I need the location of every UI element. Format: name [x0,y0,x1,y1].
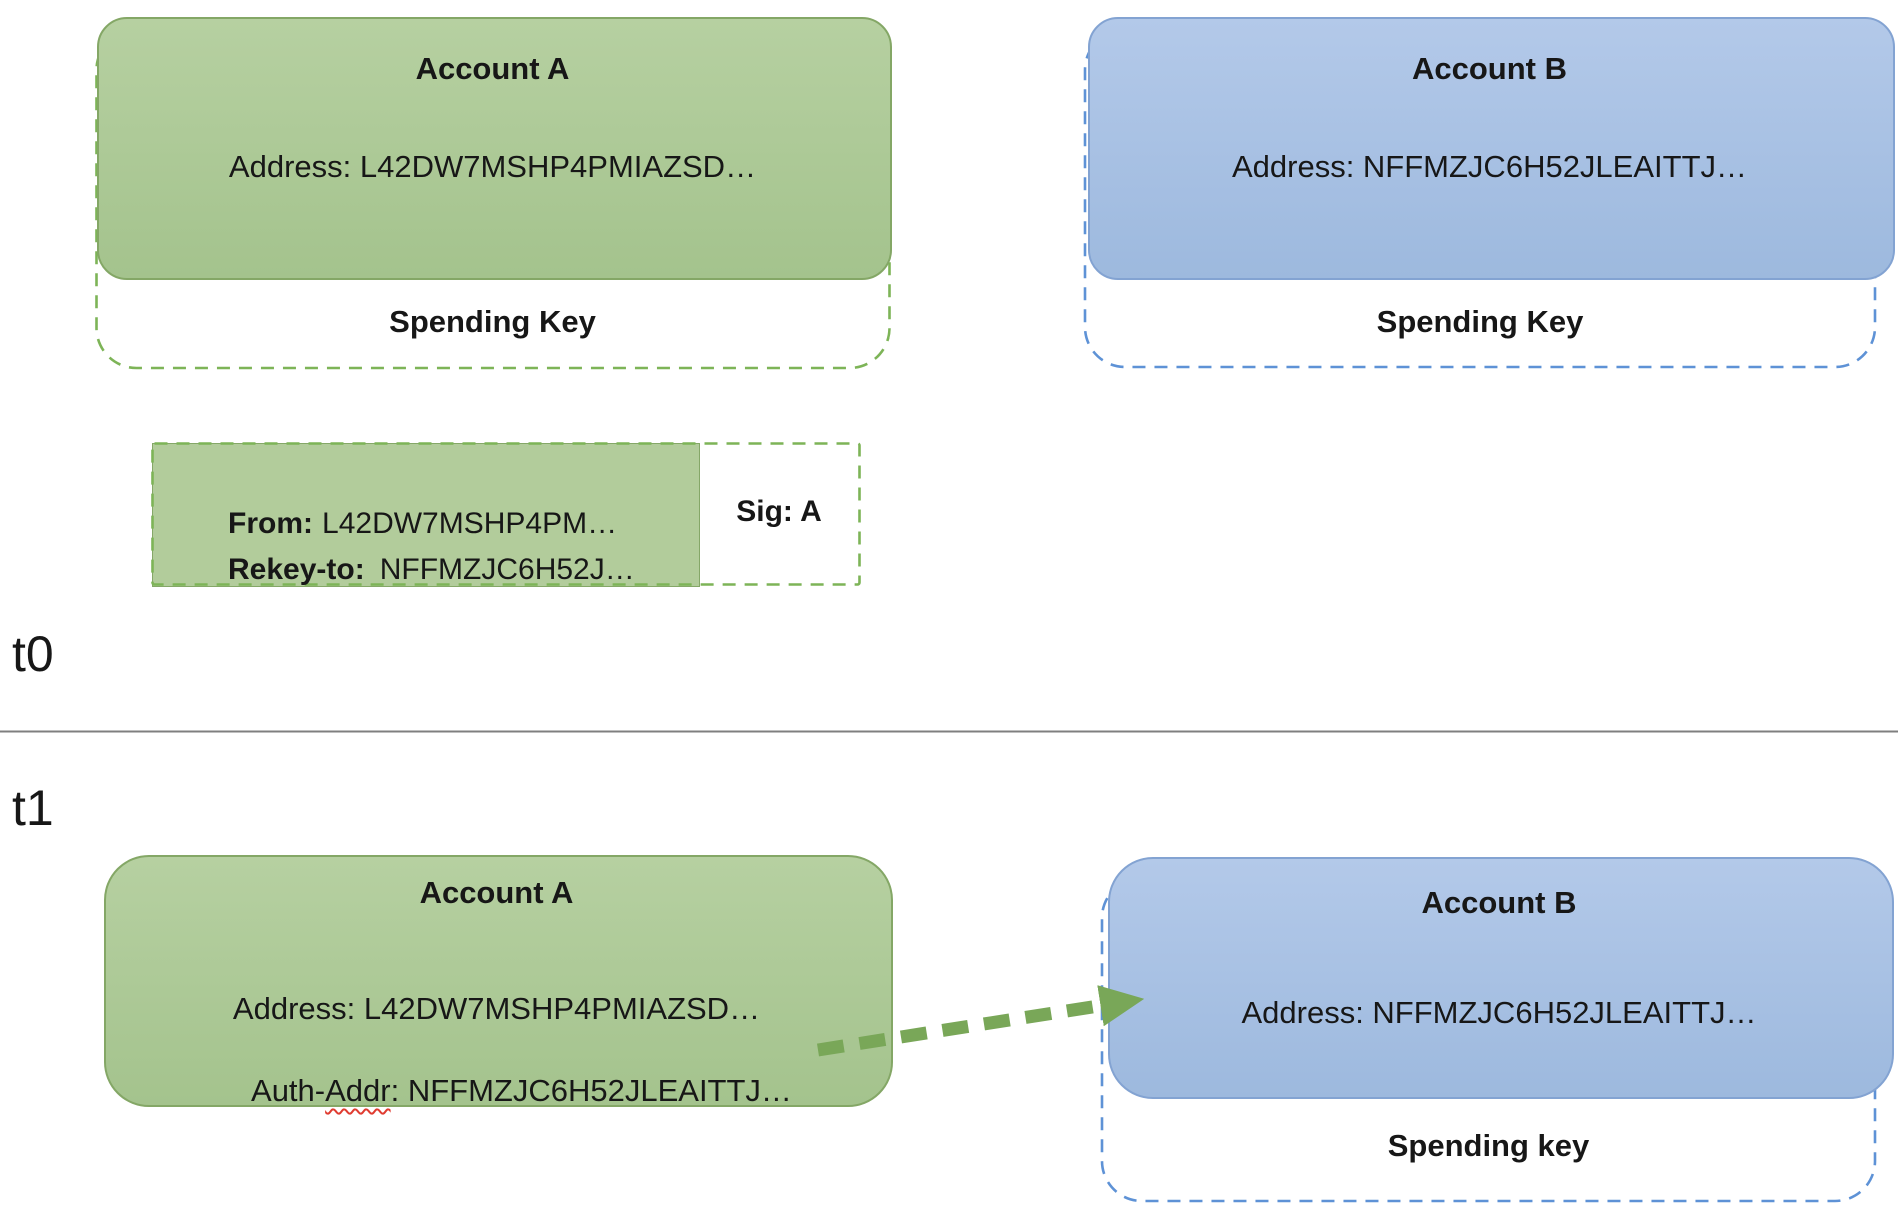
account-b-title-t0: Account B [1412,51,1567,86]
account-b-title-t1: Account B [1421,885,1577,920]
account-b-address-t1: Address: NFFMZJC6H52JLEAITTJ… [1241,995,1757,1030]
account-b-spending-key-label-t0: Spending Key [1376,304,1584,339]
time-label-t0: t0 [12,626,54,682]
account-a-auth-addr-t1: Auth-Addr: NFFMZJC6H52JLEAITTJ… [104,1035,889,1147]
account-b-address-t0: Address: NFFMZJC6H52JLEAITTJ… [1231,149,1748,184]
auth-addr-rest: : NFFMZJC6H52JLEAITTJ… [390,1073,792,1109]
account-b-box-t1 [1108,857,1894,1099]
rekey-txn-rekey-line: Rekey-to: NFFMZJC6H52J… [178,516,635,624]
rekey-txn-from-value: L42DW7MSHP4PM… [322,507,618,540]
auth-addr-misspelled-word: Addr [325,1073,391,1109]
account-b-spending-key-label-t1: Spending key [1387,1128,1590,1163]
rekey-txn-rekey-value: NFFMZJC6H52J… [379,553,635,586]
account-a-box-t0 [97,17,892,280]
account-a-title-t1: Account A [419,875,574,910]
account-b-box-t0 [1088,17,1895,280]
account-a-address-t1: Address: L42DW7MSHP4PMIAZSD… [232,991,761,1026]
rekey-txn-from-label: From: [228,507,314,540]
account-a-box-t1 [104,855,893,1107]
rekey-arrow [816,985,1145,1057]
rekey-txn-from-line: From:L42DW7MSHP4PM… [178,470,617,578]
rekey-txn-rekey-label: Rekey-to: [228,553,365,586]
rekey-txn-signature: Sig: A [736,495,822,528]
rekey-transaction-outline [151,442,861,586]
spending-key-outline-account-b-t1 [1100,876,1877,1203]
time-label-t1: t1 [12,780,54,836]
auth-addr-prefix: Auth- [251,1073,326,1109]
account-a-address-t0: Address: L42DW7MSHP4PMIAZSD… [228,149,757,184]
account-a-title-t0: Account A [415,51,570,86]
account-a-spending-key-label-t0: Spending Key [389,304,596,339]
